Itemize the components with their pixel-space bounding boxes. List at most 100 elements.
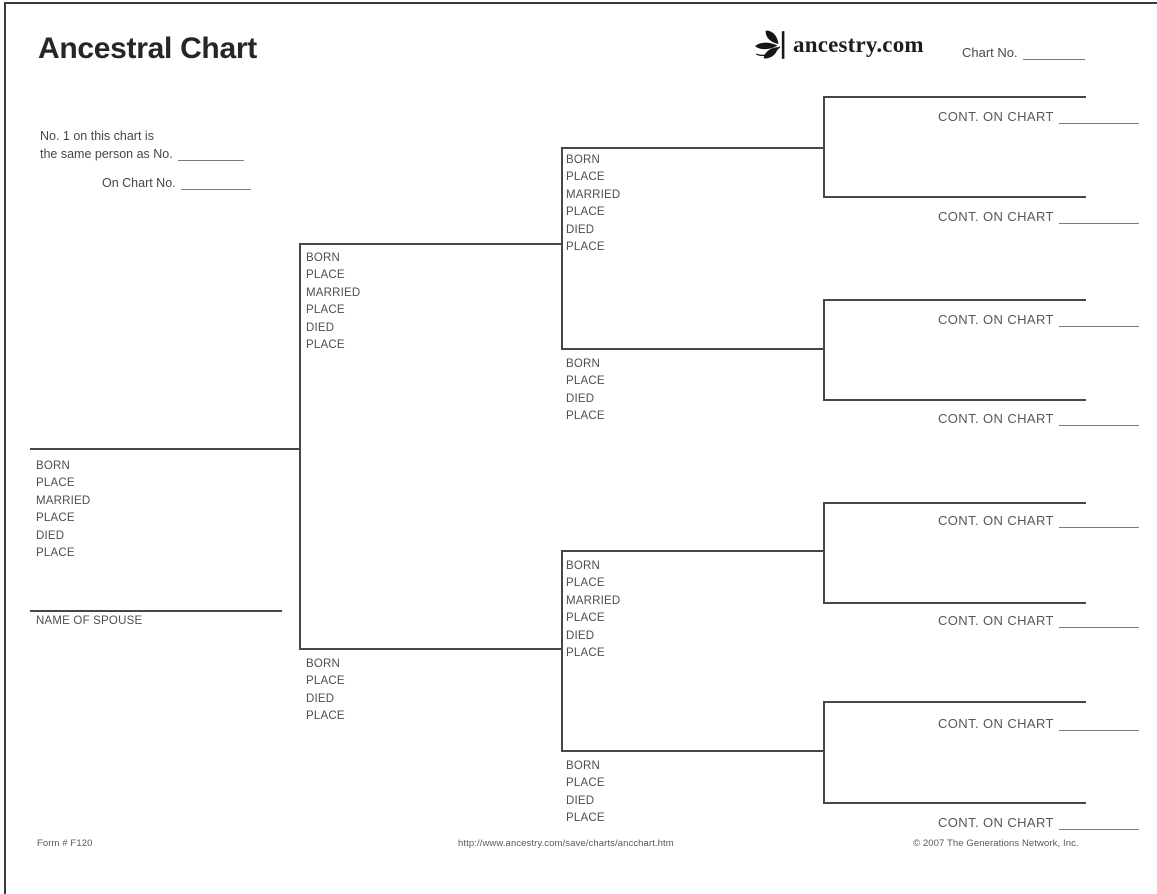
field-label-place: PLACE: [306, 304, 345, 317]
name-of-spouse-label: NAME OF SPOUSE: [36, 615, 143, 627]
page-border-top: [6, 2, 1157, 4]
page-border-left: [4, 2, 6, 894]
chart-no-label: Chart No.: [962, 45, 1018, 60]
field-label-place: PLACE: [306, 710, 345, 723]
cont-on-chart-blank-5: [1058, 516, 1139, 528]
grandfather1-fields: BORN PLACE MARRIED PLACE DIED PLACE: [566, 152, 620, 256]
cont-on-chart-7: CONT. ON CHART: [938, 716, 1139, 731]
field-label-married: MARRIED: [566, 594, 621, 607]
field-label-place: PLACE: [566, 375, 605, 388]
field-label-born: BORN: [566, 154, 601, 166]
maternal-grandparents-bracket: [561, 550, 563, 752]
cont-on-chart-5: CONT. ON CHART: [938, 513, 1139, 528]
field-label-place: PLACE: [36, 477, 75, 490]
field-label-born: BORN: [306, 658, 341, 670]
field-label-place: PLACE: [566, 410, 605, 423]
greatgrandparent1-line: [823, 96, 1086, 98]
greatgrandparents-bracket-4: [823, 701, 825, 804]
greatgrandparent5-line: [823, 502, 1086, 504]
field-label-place: PLACE: [566, 577, 605, 590]
ancestry-leaves-icon: [752, 28, 790, 62]
grandfather2-fields: BORN PLACE MARRIED PLACE DIED PLACE: [566, 558, 620, 662]
greatgrandparent7-line: [823, 701, 1086, 703]
field-label-died: DIED: [306, 321, 335, 334]
field-label-place: PLACE: [306, 675, 345, 688]
field-label-place: PLACE: [306, 269, 345, 282]
grandmother2-fields: BORN PLACE DIED PLACE: [566, 758, 605, 828]
field-label-died: DIED: [566, 223, 595, 236]
on-chart-no-blank: [180, 178, 251, 190]
greatgrandparents-bracket-3: [823, 502, 825, 604]
field-label-place: PLACE: [566, 812, 605, 825]
field-label-place: PLACE: [566, 206, 605, 219]
field-label-born: BORN: [306, 252, 341, 264]
footer-url: http://www.ancestry.com/save/charts/ancc…: [458, 838, 674, 849]
parents-bracket: [299, 243, 301, 650]
person1-fields: BORN PLACE MARRIED PLACE DIED PLACE: [36, 458, 90, 562]
field-label-died: DIED: [306, 692, 335, 705]
field-label-place: PLACE: [566, 241, 605, 254]
note-line-2: the same person as No.: [40, 146, 244, 164]
grandmother1-fields: BORN PLACE DIED PLACE: [566, 356, 605, 426]
page-title: Ancestral Chart: [38, 32, 257, 65]
cont-on-chart-2: CONT. ON CHART: [938, 209, 1139, 224]
cont-on-chart-6: CONT. ON CHART: [938, 613, 1139, 628]
cont-on-chart-8: CONT. ON CHART: [938, 815, 1139, 830]
mother-line: [299, 648, 562, 650]
cont-on-chart-blank-4: [1058, 414, 1139, 426]
father-fields: BORN PLACE MARRIED PLACE DIED PLACE: [306, 250, 360, 354]
field-label-place: PLACE: [306, 339, 345, 352]
greatgrandparents-bracket-2: [823, 299, 825, 401]
field-label-place: PLACE: [566, 647, 605, 660]
field-label-born: BORN: [566, 358, 601, 370]
field-label-married: MARRIED: [36, 494, 91, 507]
grandmother1-line: [561, 348, 824, 350]
grandfather2-line: [561, 550, 824, 552]
field-label-born: BORN: [566, 560, 601, 572]
on-chart-note: On Chart No.: [102, 175, 251, 193]
same-person-note: No. 1 on this chart is the same person a…: [40, 128, 244, 163]
paternal-grandparents-bracket: [561, 147, 563, 350]
ancestry-logo: ancestry.com: [752, 28, 924, 62]
spouse-line: [30, 610, 282, 612]
greatgrandparent6-line: [823, 602, 1086, 604]
chart-no-blank: [1022, 48, 1085, 60]
greatgrandparents-bracket-1: [823, 96, 825, 198]
footer-form-number: Form # F120: [37, 838, 93, 849]
cont-on-chart-blank-8: [1058, 818, 1139, 830]
greatgrandparent3-line: [823, 299, 1086, 301]
ancestry-logo-text: ancestry.com: [793, 32, 924, 57]
greatgrandparent2-line: [823, 196, 1086, 198]
cont-on-chart-blank-3: [1058, 315, 1139, 327]
grandfather1-line: [561, 147, 824, 149]
field-label-died: DIED: [566, 392, 595, 405]
cont-on-chart-1: CONT. ON CHART: [938, 109, 1139, 124]
field-label-born: BORN: [566, 760, 601, 772]
field-label-died: DIED: [566, 794, 595, 807]
footer-copyright: © 2007 The Generations Network, Inc.: [913, 838, 1079, 849]
person1-line: [30, 448, 299, 450]
cont-on-chart-blank-1: [1058, 112, 1139, 124]
greatgrandparent8-line: [823, 802, 1086, 804]
grandmother2-line: [561, 750, 824, 752]
field-label-died: DIED: [36, 529, 65, 542]
greatgrandparent4-line: [823, 399, 1086, 401]
father-line: [299, 243, 562, 245]
field-label-died: DIED: [566, 629, 595, 642]
cont-on-chart-blank-6: [1058, 616, 1139, 628]
mother-fields: BORN PLACE DIED PLACE: [306, 656, 345, 726]
field-label-place: PLACE: [36, 512, 75, 525]
field-label-married: MARRIED: [306, 286, 361, 299]
field-label-place: PLACE: [566, 777, 605, 790]
field-label-born: BORN: [36, 460, 71, 472]
cont-on-chart-4: CONT. ON CHART: [938, 411, 1139, 426]
cont-on-chart-3: CONT. ON CHART: [938, 312, 1139, 327]
chart-no-field: Chart No.: [962, 45, 1085, 60]
field-label-place: PLACE: [566, 171, 605, 184]
field-label-place: PLACE: [36, 547, 75, 560]
field-label-married: MARRIED: [566, 188, 621, 201]
note-line-1: No. 1 on this chart is: [40, 129, 154, 143]
field-label-place: PLACE: [566, 612, 605, 625]
cont-on-chart-blank-2: [1058, 212, 1139, 224]
